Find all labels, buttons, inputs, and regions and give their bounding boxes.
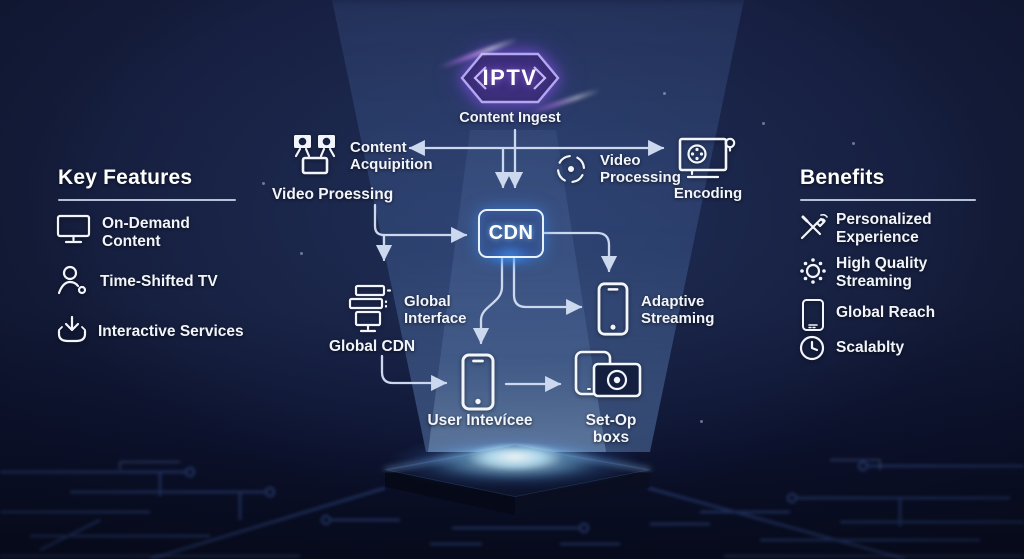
benefits-title: Benefits	[800, 166, 885, 189]
smartphone-icon	[458, 352, 498, 412]
star-particle	[262, 182, 265, 185]
benefit-global-reach: Global Reach	[836, 304, 936, 321]
star-particle	[852, 142, 855, 145]
benefit-high-quality-streaming: High Quality Streaming	[836, 255, 928, 290]
star-particle	[762, 122, 765, 125]
benefits-underline	[800, 199, 976, 201]
key-features-underline	[58, 199, 236, 201]
user-interface-label: User Intevícee	[427, 412, 533, 429]
cdn-node: CDN	[478, 209, 544, 258]
phone-icon	[801, 298, 825, 332]
video-processing-left-label: Video Proessing	[272, 186, 394, 203]
content-acquisition-label: Content Acquipition	[350, 139, 433, 173]
cameras-icon	[290, 132, 344, 178]
star-particle	[663, 92, 666, 95]
star-particle	[300, 252, 303, 255]
server-stack-icon	[348, 284, 396, 338]
feature-time-shifted-tv: Time-Shifted TV	[100, 273, 218, 290]
sun-gear-icon	[797, 255, 829, 287]
tools-icon	[798, 210, 830, 242]
benefit-scalability: Scalablty	[836, 339, 905, 356]
key-features-title: Key Features	[58, 166, 193, 189]
content-ingest-label: Content Ingest	[459, 110, 561, 126]
feature-on-demand-content: On-Demand Content	[102, 215, 190, 250]
set-top-boxes-label: Set-Op boxs	[585, 412, 637, 446]
person-icon	[56, 264, 90, 296]
platform-glow-core	[466, 444, 564, 470]
adaptive-streaming-label: Adaptive Streaming	[641, 293, 715, 327]
star-particle	[700, 420, 703, 423]
download-tray-icon	[54, 314, 90, 348]
video-processing-right-label: Video Processing	[600, 152, 681, 186]
smartphone-icon	[594, 281, 632, 337]
global-cdn-label: Global CDN	[329, 338, 416, 355]
benefit-personalized-experience: Personalized Experience	[836, 211, 932, 246]
clock-icon	[798, 334, 826, 362]
global-interface-label: Global Interface	[404, 293, 467, 327]
set-top-box-icon	[572, 348, 646, 408]
scan-frame-icon	[551, 150, 591, 190]
tv-reel-icon	[678, 134, 738, 182]
feature-interactive-services: Interactive Services	[98, 323, 244, 340]
monitor-icon	[56, 214, 92, 244]
encoding-label: Encoding	[673, 185, 743, 202]
